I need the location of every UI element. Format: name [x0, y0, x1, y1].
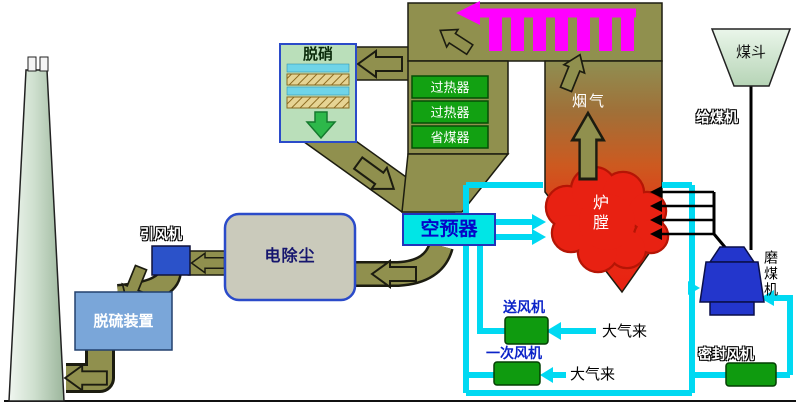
id-fan-box — [151, 245, 191, 276]
furnace-flame-cloud — [544, 165, 670, 274]
coal-mill-shape — [699, 246, 765, 316]
fd-fan-box — [504, 316, 549, 345]
esp-box — [223, 212, 357, 302]
chimney-shape — [8, 56, 65, 402]
steam-flow-arrow — [456, 1, 480, 25]
heating-surface-boxes — [411, 75, 489, 149]
coal-hopper-shape — [710, 28, 792, 87]
fan-boxes — [493, 316, 777, 387]
pa-fan-box — [493, 361, 541, 386]
seal-fan-box — [725, 362, 777, 387]
catalyst-layer — [286, 96, 350, 109]
air-flow-arrowheads — [532, 214, 774, 383]
steam-tube-bank — [456, 1, 636, 51]
coal-lines — [658, 84, 753, 253]
catalyst-layer — [286, 73, 350, 86]
scr-down-arrow — [305, 111, 337, 140]
denitrification-unit — [279, 43, 357, 143]
fgd-box — [74, 291, 173, 351]
coal-burner-arrowheads — [650, 186, 662, 240]
air-preheater-box — [402, 213, 496, 246]
